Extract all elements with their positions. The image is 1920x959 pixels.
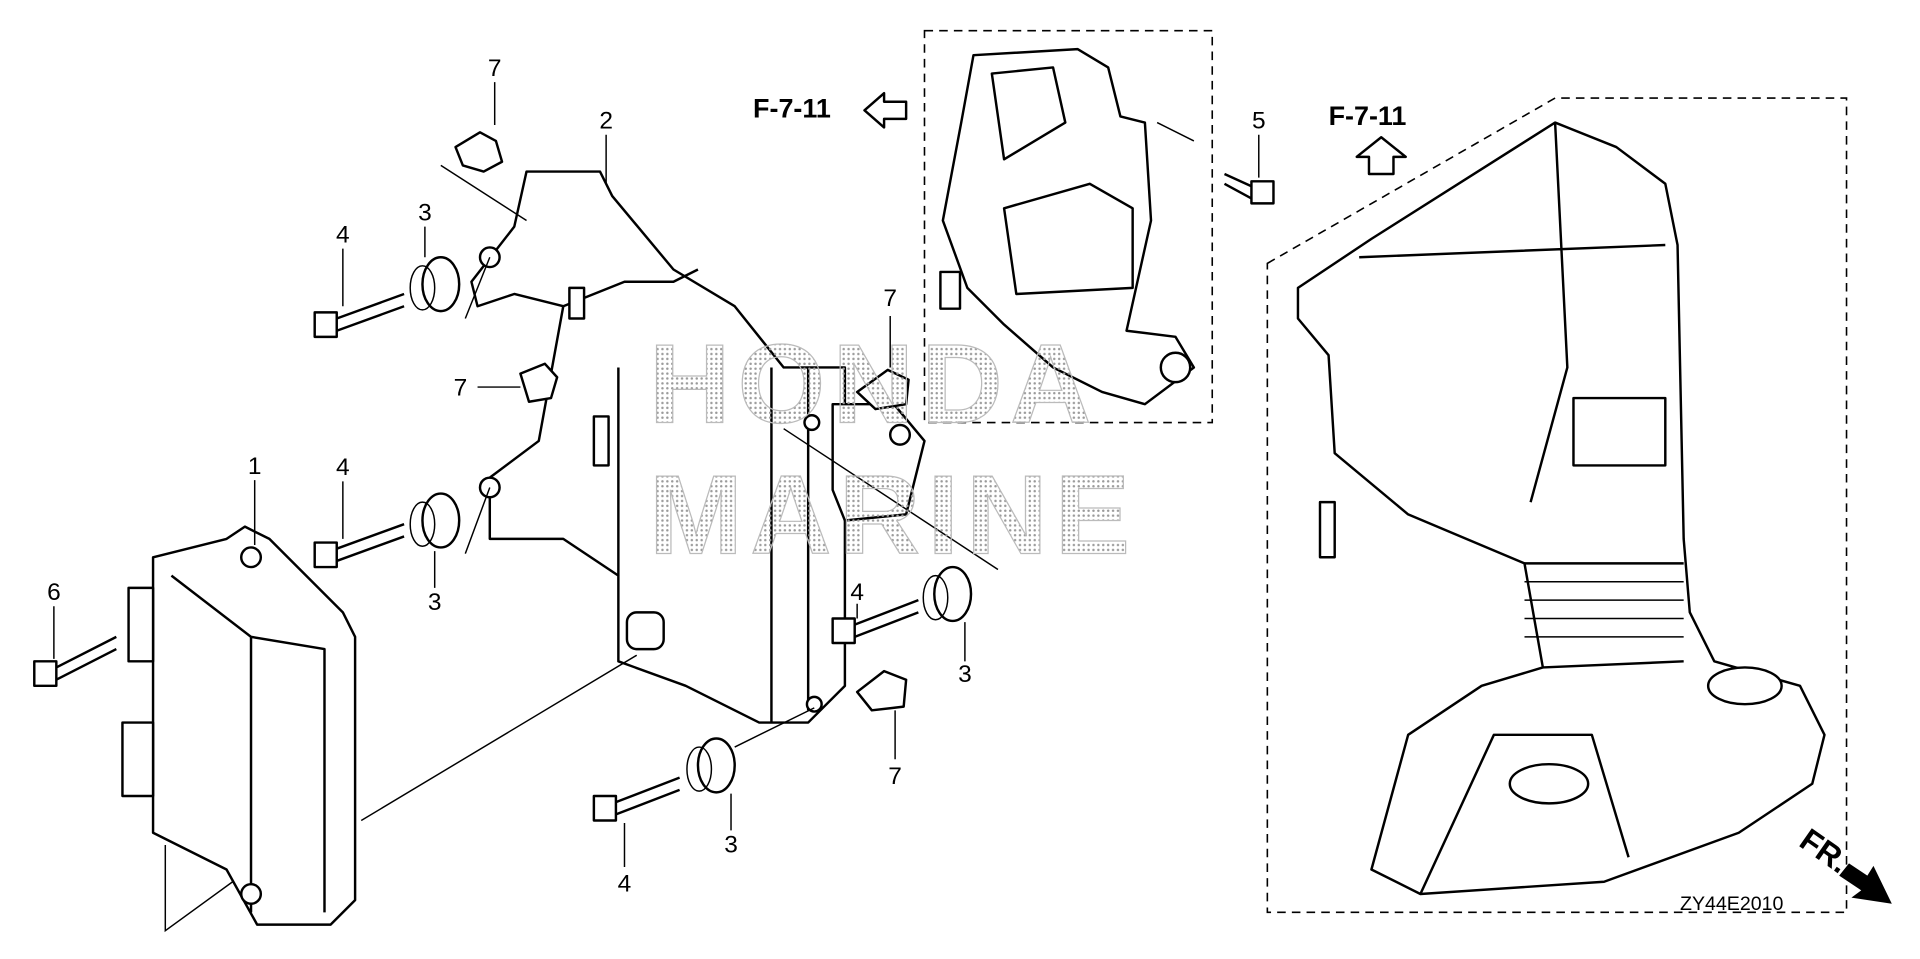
sub-assembly-frame <box>939 47 1196 406</box>
watermark: HONDA MARINE <box>648 320 1137 578</box>
callout-4: 4 <box>336 454 350 481</box>
callout-3: 3 <box>724 831 738 858</box>
arrow-front-icon <box>1839 863 1892 904</box>
reference-f-7-11-left[interactable]: F-7-11 <box>753 91 908 129</box>
front-indicator: FR. <box>1794 821 1892 904</box>
svg-text:HONDA: HONDA <box>649 321 1099 447</box>
callout-4: 4 <box>618 871 632 898</box>
svg-text:F-7-11: F-7-11 <box>1329 101 1407 131</box>
cover-part <box>1296 121 1826 896</box>
callout-7: 7 <box>888 763 902 790</box>
callout-4: 4 <box>336 222 350 249</box>
control-module-part-1 <box>121 525 357 926</box>
svg-text:F-7-11: F-7-11 <box>753 94 831 124</box>
callout-labels: 7 2 3 4 7 1 4 3 6 7 4 3 7 3 4 5 <box>47 55 1266 898</box>
callout-5: 5 <box>1252 108 1266 135</box>
callout-3: 3 <box>418 200 432 227</box>
callout-7: 7 <box>454 375 468 402</box>
leader-lines <box>53 82 1260 933</box>
callout-7: 7 <box>883 285 897 312</box>
callout-2: 2 <box>599 108 613 135</box>
callout-3: 3 <box>428 589 442 616</box>
callout-4: 4 <box>850 579 864 606</box>
callout-1: 1 <box>248 453 262 480</box>
arrow-left-icon <box>863 91 908 129</box>
callout-3: 3 <box>958 661 972 688</box>
svg-text:MARINE: MARINE <box>649 452 1137 578</box>
callout-6: 6 <box>47 579 61 606</box>
callout-7: 7 <box>488 55 502 82</box>
bracket-part-2 <box>470 170 926 724</box>
diagram-code: ZY44E2010 <box>1680 893 1784 915</box>
cover-outline <box>1266 97 1848 914</box>
reference-f-7-11-up[interactable]: F-7-11 <box>1329 101 1407 176</box>
fasteners <box>33 131 1275 822</box>
sub-assembly-outline <box>923 29 1214 424</box>
arrow-up-icon <box>1355 136 1407 176</box>
